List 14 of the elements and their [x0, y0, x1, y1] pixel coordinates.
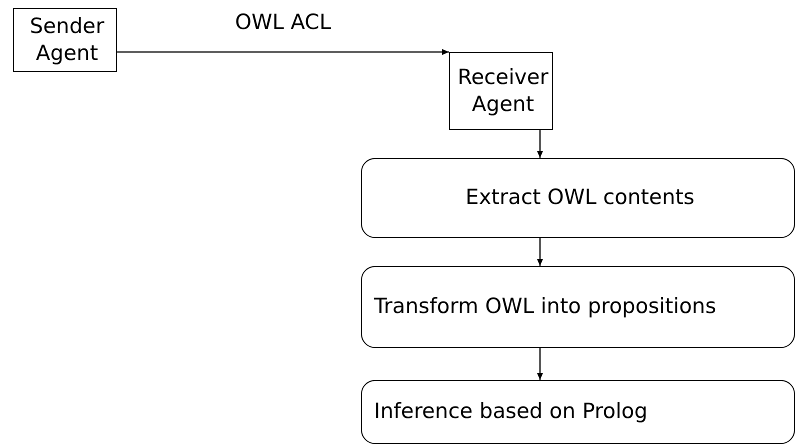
arrow	[537, 348, 543, 380]
arrow	[117, 49, 449, 55]
node-text: Extract OWL contents	[466, 184, 694, 212]
process-box	[361, 158, 795, 238]
process-box	[361, 266, 795, 348]
node-text: Inference based on Prolog	[374, 398, 648, 426]
agent-box	[13, 8, 117, 72]
arrow	[537, 130, 543, 158]
agent-box	[449, 52, 553, 130]
node-text: Transform OWL into propositions	[374, 293, 716, 320]
node-text: Sender Agent	[28, 12, 106, 67]
arrow	[537, 238, 543, 266]
process-box	[361, 380, 795, 444]
node-text: Receiver Agent	[456, 64, 550, 118]
